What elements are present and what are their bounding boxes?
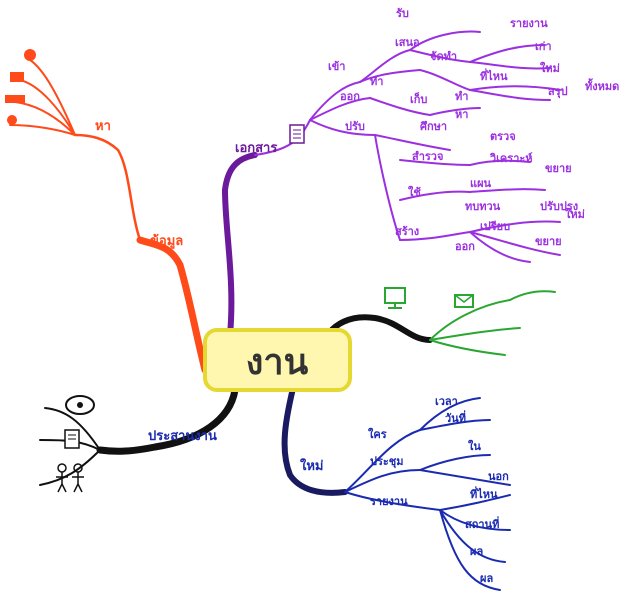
orange-sub-3 (14, 101, 76, 136)
doc-send: เสนอ (395, 36, 420, 49)
doc-in: เข้า (328, 60, 345, 73)
central-label: งาน (246, 342, 309, 383)
doc-check: ตรวจ (490, 130, 516, 143)
new-where: ที่ไหน (470, 486, 498, 501)
doc-do: ทำ (455, 90, 468, 103)
purple-branch (254, 30, 561, 263)
branch-info-trunk (136, 236, 209, 374)
orange-sub-4 (9, 124, 76, 136)
new-who: ใคร (368, 427, 387, 441)
orange-branch (73, 133, 142, 242)
branch-document-trunk (222, 152, 258, 338)
blue-branch (344, 397, 511, 591)
doc-new2: ใหม่ (565, 207, 585, 221)
doc-old: เก่า (535, 40, 552, 53)
new-out: นอก (488, 470, 509, 483)
document-icon-2 (64, 429, 80, 449)
info-label: ข้อมูล (150, 233, 183, 249)
new-result: ผล (470, 545, 483, 558)
doc-plan: แผน (470, 177, 492, 190)
new-report: รายงาน (370, 495, 408, 508)
doc-extend2: ขยาย (535, 235, 562, 248)
people-icon (56, 463, 84, 493)
doc-adapt: ปรับ (345, 120, 365, 133)
doc-report: รายงาน (510, 17, 548, 30)
new-in: ใน (468, 439, 481, 453)
coordinate-label: ประสานงาน (148, 429, 217, 444)
doc-compare: เปรียบ (480, 220, 510, 233)
purple-labels: เข้า รับ เสนอ ออก ทำ เก็บ จัดทำ ที่ไหน ร… (328, 7, 619, 253)
green-branch (429, 290, 556, 356)
doc-imp: ปรับปรุง (540, 200, 578, 214)
doc-create: สร้าง (395, 225, 419, 238)
doc-rcv: รับ (396, 7, 409, 20)
doc-explore: สำรวจ (412, 150, 443, 163)
doc-make: ทำ (370, 75, 383, 88)
doc-type: ทั้งหมด (585, 78, 619, 93)
doc-review: ทบทวน (465, 200, 501, 213)
new-result2: ผล (480, 572, 493, 585)
central-node: งาน (203, 328, 352, 392)
doc-prepare: จัดทำ (430, 50, 457, 63)
blue-labels: ใคร ประชุม รายงาน เวลา วันที่ ใน นอก ที่… (368, 395, 509, 585)
orange-sub-2 (19, 79, 76, 136)
doc-out: ออก (340, 90, 360, 103)
phone-icon (65, 395, 95, 415)
doc-new: ใหม่ (540, 61, 560, 75)
new-work-label: ใหม่ (300, 457, 324, 474)
doc-use: ใช้ (408, 185, 421, 199)
orange-icons (5, 49, 36, 125)
doc-study: ศึกษา (420, 120, 447, 133)
new-date: วันที่ (445, 410, 466, 425)
orange-sub-1 (29, 59, 76, 136)
document-label: เอกสาร (235, 141, 277, 156)
doc-out2: ออก (455, 240, 475, 253)
info-sub-label: หา (95, 119, 111, 134)
doc-analyze: วิเคราะห์ (489, 152, 532, 165)
new-meeting: ประชุม (370, 455, 404, 469)
doc-keep: เก็บ (410, 92, 427, 106)
new-place: สถานที่ (465, 516, 499, 531)
doc-fetch: หา (455, 108, 468, 121)
doc-summ: สรุป (548, 85, 568, 99)
doc-extend: ขยาย (545, 162, 572, 175)
computer-icon (384, 287, 406, 309)
branch-coordinate-trunk (96, 386, 239, 455)
branch-new-trunk (281, 377, 348, 496)
doc-where: ที่ไหน (480, 68, 508, 83)
mail-icon (454, 294, 474, 308)
new-time: เวลา (435, 395, 458, 408)
document-icon (289, 124, 305, 144)
